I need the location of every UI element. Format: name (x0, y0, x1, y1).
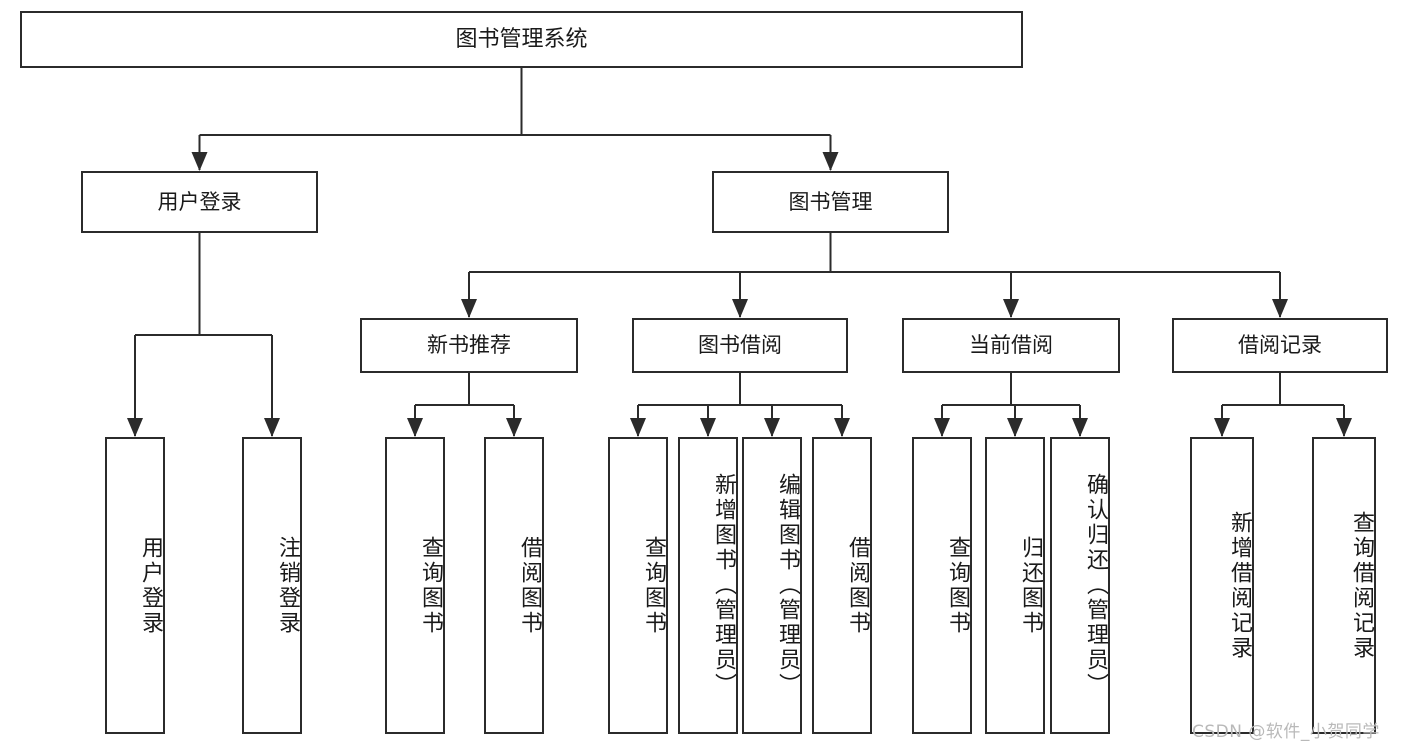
node-label: 借阅图书 (517, 535, 542, 636)
node-label: 查询图书 (418, 535, 443, 636)
arrow-head-icon-user-login (191, 152, 208, 171)
node-label: 当前借阅 (969, 333, 1053, 358)
node-label: 注销登录 (275, 535, 300, 636)
node-label: 编辑图书（管理员） (775, 473, 800, 698)
node-leaf-bb-borrow[interactable]: 借阅图书 (812, 437, 872, 734)
node-label: 借阅记录 (1238, 333, 1322, 358)
node-root[interactable]: 图书管理系统 (20, 11, 1023, 68)
node-label: 查询图书 (641, 535, 666, 636)
arrow-head-icon-leaf-cb-return (1007, 418, 1023, 437)
node-label: 查询图书 (945, 535, 970, 636)
arrow-head-icon-leaf-nbr-query (407, 418, 423, 437)
node-label: 图书借阅 (698, 333, 782, 358)
node-leaf-user-login[interactable]: 用户登录 (105, 437, 165, 734)
arrow-head-icon-borrow-record (1272, 299, 1288, 318)
arrow-head-icon-leaf-br-query (1336, 418, 1352, 437)
arrow-head-icon-new-book-rec (461, 299, 477, 318)
arrow-head-icon-leaf-bb-edit (764, 418, 780, 437)
node-label: 新书推荐 (427, 333, 511, 358)
node-leaf-nbr-borrow[interactable]: 借阅图书 (484, 437, 544, 734)
node-leaf-cb-return[interactable]: 归还图书 (985, 437, 1045, 734)
node-leaf-br-add[interactable]: 新增借阅记录 (1190, 437, 1254, 734)
node-leaf-user-logout[interactable]: 注销登录 (242, 437, 302, 734)
node-label: 新增借阅记录 (1227, 510, 1252, 661)
node-borrow-record[interactable]: 借阅记录 (1172, 318, 1388, 373)
arrow-head-icon-leaf-bb-query (630, 418, 646, 437)
node-label: 归还图书 (1018, 535, 1043, 636)
node-current-borrow[interactable]: 当前借阅 (902, 318, 1120, 373)
node-leaf-br-query[interactable]: 查询借阅记录 (1312, 437, 1376, 734)
node-book-borrow[interactable]: 图书借阅 (632, 318, 848, 373)
arrow-head-icon-current-borrow (1003, 299, 1019, 318)
arrow-head-icon-leaf-user-login (127, 418, 143, 437)
node-leaf-cb-query[interactable]: 查询图书 (912, 437, 972, 734)
arrow-head-icon-leaf-br-add (1214, 418, 1230, 437)
node-leaf-bb-add[interactable]: 新增图书（管理员） (678, 437, 738, 734)
node-book-manage[interactable]: 图书管理 (712, 171, 949, 233)
arrow-head-icon-book-borrow (732, 299, 748, 318)
node-leaf-cb-confirm[interactable]: 确认归还（管理员） (1050, 437, 1110, 734)
arrow-head-icon-leaf-user-logout (264, 418, 280, 437)
node-leaf-bb-edit[interactable]: 编辑图书（管理员） (742, 437, 802, 734)
node-label: 图书管理系统 (455, 26, 588, 52)
arrow-head-icon-leaf-cb-confirm (1072, 418, 1088, 437)
arrow-head-icon-leaf-bb-borrow (834, 418, 850, 437)
node-label: 用户登录 (138, 535, 163, 636)
arrow-head-icon-leaf-bb-add (700, 418, 716, 437)
arrow-head-icon-leaf-nbr-borrow (506, 418, 522, 437)
watermark: CSDN @软件_小贺同学 (1192, 722, 1380, 742)
node-label: 图书管理 (788, 189, 873, 214)
node-label: 借阅图书 (845, 535, 870, 636)
node-label: 确认归还（管理员） (1083, 473, 1108, 698)
arrow-head-icon-leaf-cb-query (934, 418, 950, 437)
node-label: 用户登录 (157, 189, 242, 214)
arrow-head-icon-book-manage (822, 152, 839, 171)
node-leaf-nbr-query[interactable]: 查询图书 (385, 437, 445, 734)
node-new-book-rec[interactable]: 新书推荐 (360, 318, 578, 373)
node-label: 查询借阅记录 (1349, 510, 1374, 661)
node-leaf-bb-query[interactable]: 查询图书 (608, 437, 668, 734)
node-label: 新增图书（管理员） (711, 473, 736, 698)
node-user-login[interactable]: 用户登录 (81, 171, 318, 233)
